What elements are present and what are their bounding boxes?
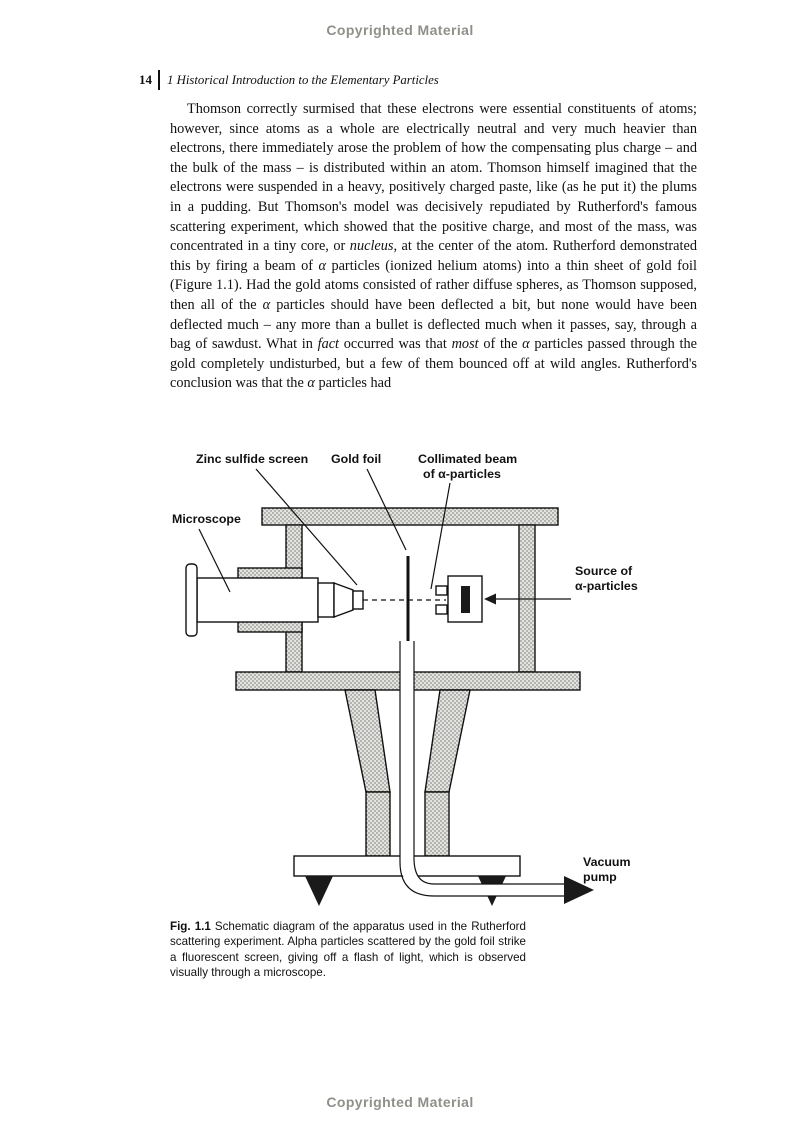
page-number: 14 xyxy=(139,72,152,87)
source-arrowhead xyxy=(484,593,496,605)
microscope-assembly xyxy=(185,563,364,637)
zinc-screen-pointer-line xyxy=(255,468,358,586)
objective-tip xyxy=(352,590,364,610)
stand-stem-left xyxy=(365,791,391,857)
label-microscope: Microscope xyxy=(172,512,241,526)
stand-foot-left xyxy=(305,876,333,906)
source-pellet xyxy=(461,586,470,613)
pipe-mask xyxy=(400,641,564,897)
stand-stem-right xyxy=(424,791,450,857)
eyepiece-flange xyxy=(185,563,198,637)
pump-arrowhead xyxy=(564,876,594,904)
stand-funnel-right xyxy=(424,689,471,793)
label-zinc-sulfide-screen: Zinc sulfide screen xyxy=(196,452,308,466)
label-collimated-beam-line1: Collimated beam xyxy=(418,452,517,466)
label-vacuum-line2: pump xyxy=(583,870,617,884)
label-vacuum-line1: Vacuum xyxy=(583,855,631,869)
vacuum-pump-pipe xyxy=(399,641,594,904)
gold-foil-pointer-line xyxy=(366,468,407,551)
label-gold-foil: Gold foil xyxy=(331,452,381,466)
header-divider xyxy=(158,70,160,90)
objective-cone xyxy=(333,581,354,619)
label-collimated-beam-line2: of α-particles xyxy=(423,467,501,481)
pipe-outer-line xyxy=(399,641,564,897)
page-header: 14 1 Historical Introduction to the Elem… xyxy=(139,70,439,90)
label-source-line2: α-particles xyxy=(575,579,638,593)
beam-pointer-line xyxy=(430,482,451,590)
chapter-title: 1 Historical Introduction to the Element… xyxy=(167,72,439,87)
pipe-inner-line xyxy=(413,641,564,885)
collimator-top xyxy=(435,585,448,596)
body-paragraph: Thomson correctly surmised that these el… xyxy=(170,101,697,392)
chamber-lid xyxy=(261,507,559,526)
copyright-notice-bottom: Copyrighted Material xyxy=(326,1094,474,1110)
copyright-notice-top: Copyrighted Material xyxy=(326,22,474,38)
barrel-section xyxy=(317,582,335,618)
collimator-bottom xyxy=(435,604,448,615)
figure-diagram: Zinc sulfide screen Gold foil Collimated… xyxy=(172,452,638,906)
stand-funnel-left xyxy=(344,689,391,793)
alpha-source-assembly xyxy=(435,575,483,623)
microscope-pointer-line xyxy=(198,528,231,593)
figure-caption: Fig. 1.1 Schematic diagram of the appara… xyxy=(170,920,526,980)
microscope-tube xyxy=(196,577,319,623)
label-source-line1: Source of xyxy=(575,564,633,578)
